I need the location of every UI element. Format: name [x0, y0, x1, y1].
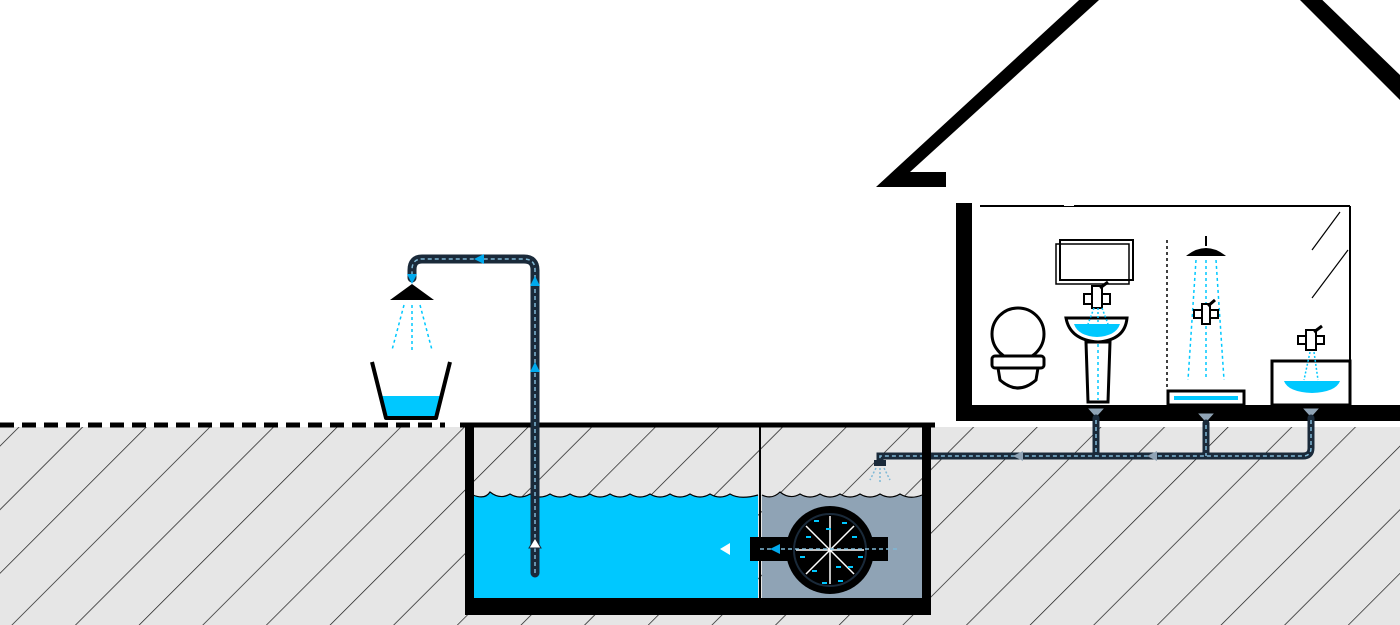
tank-wall-left: [465, 425, 474, 615]
rain-shower-icon: [390, 284, 434, 352]
filter-unit-icon: [750, 506, 900, 594]
shower-tray-icon: [1166, 389, 1246, 407]
house-wall-left: [956, 203, 972, 421]
flow-arrow-icon: [1013, 451, 1157, 461]
drain-funnel-icon: [1085, 407, 1322, 424]
shower-tap-icon: [1193, 298, 1219, 325]
flow-arrow-icon: [720, 542, 901, 556]
house-icon: [876, 0, 1400, 421]
washbasin-icon: [1064, 316, 1129, 404]
bath-tap-icon: [1297, 324, 1325, 351]
tank-floor: [465, 598, 931, 615]
grey-water-drain-pipe: [876, 414, 1315, 466]
flow-arrow-icon: [528, 537, 542, 549]
spray-inlet-icon: [869, 460, 891, 482]
window-glare: [1311, 211, 1349, 299]
flow-arrow-icon: [407, 254, 540, 372]
clean-water: [473, 492, 758, 598]
clean-water-supply-pipe: [407, 254, 540, 578]
house-floor: [956, 405, 1400, 421]
bucket-icon: [370, 361, 452, 420]
roof-left: [876, 0, 1100, 187]
tank-wall-right: [922, 425, 931, 615]
roof-right: [1300, 0, 1400, 100]
toilet-icon: [990, 306, 1046, 390]
tap-icon: [1083, 280, 1111, 325]
bathtub-icon: [1270, 351, 1352, 407]
shower-head-icon: [1186, 236, 1226, 381]
mirror-icon: [1055, 239, 1134, 285]
